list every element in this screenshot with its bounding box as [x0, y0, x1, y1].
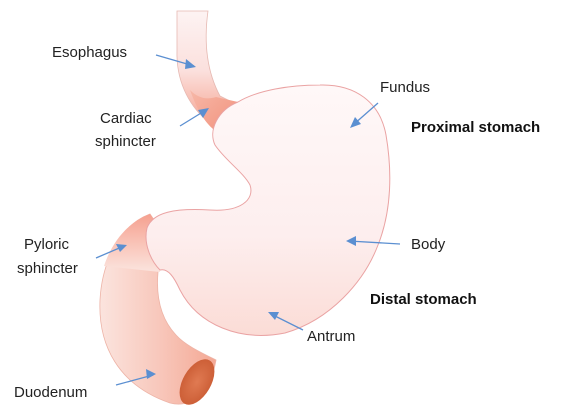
label-proximal-stomach: Proximal stomach [411, 119, 540, 136]
label-duodenum: Duodenum [14, 384, 87, 401]
label-pyloric-line2: sphincter [17, 260, 78, 277]
label-cardiac-line2: sphincter [95, 133, 156, 150]
label-antrum: Antrum [307, 328, 355, 345]
label-pyloric-line1: Pyloric [24, 236, 70, 253]
label-cardiac-line1: Cardiac [100, 110, 152, 127]
label-body: Body [411, 236, 446, 253]
label-distal-stomach: Distal stomach [370, 291, 477, 308]
label-fundus: Fundus [380, 79, 430, 96]
label-esophagus: Esophagus [52, 44, 127, 61]
